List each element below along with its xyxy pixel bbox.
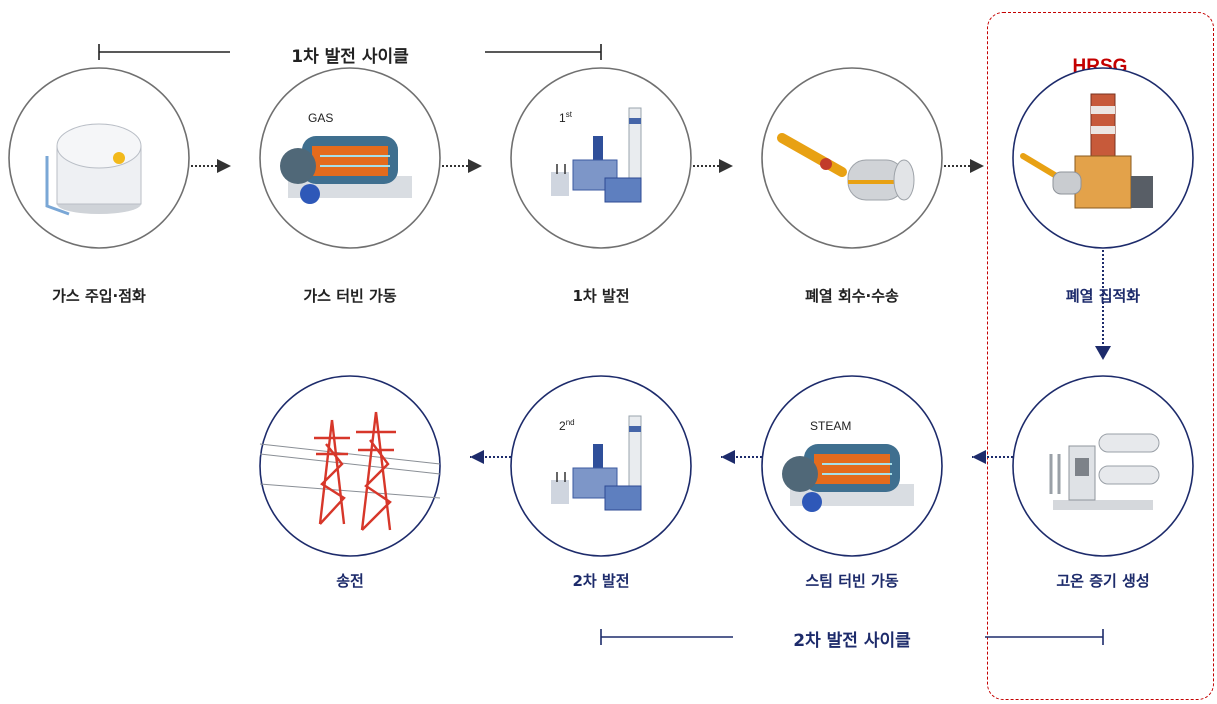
exhaust-pipe-icon [777, 133, 915, 201]
step-label-6: 고온 증기 생성 [1056, 572, 1150, 590]
step-tag-3: 1st [559, 110, 573, 125]
step-label-4: 폐열 회수·수송 [805, 287, 899, 305]
hrsg-region-border [987, 12, 1214, 700]
step-label-9: 송전 [336, 572, 364, 590]
cycle2-title: 2차 발전 사이클 [793, 631, 911, 651]
arrow-8-9-head [470, 450, 484, 464]
step-label-3: 1차 발전 [572, 287, 630, 305]
gas-turbine-icon [280, 136, 412, 204]
step-label-2: 가스 터빈 가동 [303, 287, 397, 305]
lng-tank-icon [45, 123, 142, 216]
arrow-2-3-head [468, 159, 482, 173]
steam-generator-icon [1049, 433, 1160, 510]
steam-turbine-icon [782, 444, 914, 512]
power-plant-icon [551, 107, 642, 203]
cycle1-title: 1차 발전 사이클 [291, 47, 409, 67]
step-label-1: 가스 주입·점화 [52, 287, 146, 305]
step-tag-8: 2nd [559, 418, 575, 433]
step-circle-9 [259, 375, 441, 557]
arrow-4-5-head [970, 159, 984, 173]
step-circle-4 [761, 67, 943, 249]
power-plant-icon [551, 415, 642, 511]
step-label-5: 폐열 집적화 [1065, 287, 1141, 305]
arrow-6-7-head [972, 450, 986, 464]
arrow-3-4-head [719, 159, 733, 173]
step-tag-2: GAS [308, 111, 333, 125]
arrow-1-2-head [217, 159, 231, 173]
transmission-tower-icon [259, 411, 441, 531]
arrow-5-6-head [1095, 346, 1111, 360]
step-tag-7: STEAM [810, 419, 851, 433]
step-label-7: 스팀 터빈 가동 [805, 572, 899, 590]
hrsg-stack-icon [1020, 93, 1153, 209]
step-circle-6 [1012, 375, 1194, 557]
step-label-8: 2차 발전 [572, 572, 630, 590]
arrow-7-8-head [721, 450, 735, 464]
